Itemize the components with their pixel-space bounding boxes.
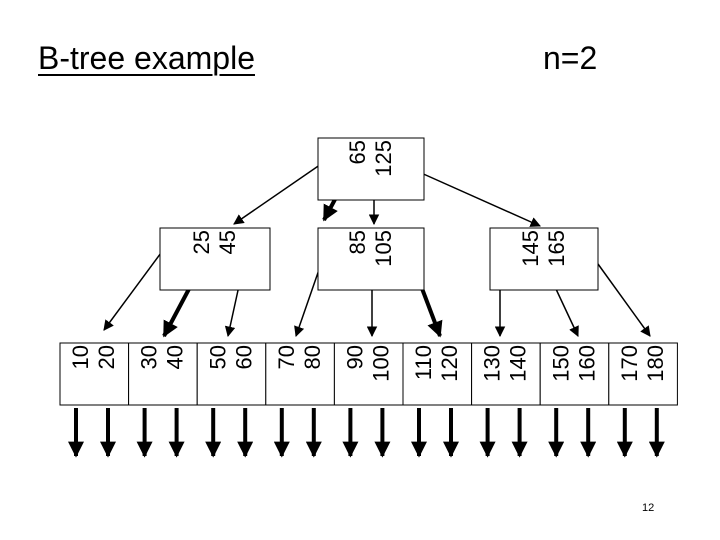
leaf-node-9-box — [608, 342, 678, 406]
key-label: 105 — [371, 230, 396, 267]
pointer-arrow — [597, 263, 651, 337]
key-label: 60 — [231, 345, 256, 369]
key-label: 25 — [189, 230, 214, 254]
key-label: 85 — [345, 230, 370, 254]
key-label: 40 — [163, 345, 188, 369]
key-label: 125 — [371, 140, 396, 177]
page-number: 12 — [642, 502, 655, 514]
key-label: 145 — [518, 230, 543, 267]
leaf-node-7-box — [471, 342, 541, 406]
leaf-node-5-box — [333, 342, 404, 406]
key-label: 30 — [137, 345, 162, 369]
key-label: 45 — [215, 230, 240, 254]
key-label: 130 — [480, 345, 505, 382]
key-label: 120 — [437, 345, 462, 382]
leaf-node-2-box — [128, 342, 198, 406]
order-label: n=2 — [543, 40, 598, 76]
root-node-box — [317, 137, 425, 201]
internal-node-3-box — [489, 227, 599, 291]
key-label: 170 — [617, 345, 642, 382]
key-label: 110 — [411, 345, 436, 380]
leaf-node-3-box — [196, 342, 267, 406]
key-label: 180 — [643, 345, 668, 382]
key-label: 165 — [544, 230, 569, 267]
key-label: 90 — [343, 345, 368, 369]
leaf-node-1-box — [59, 342, 130, 406]
key-label: 140 — [506, 345, 531, 382]
key-label: 65 — [345, 140, 370, 164]
key-label: 100 — [369, 345, 394, 382]
key-label: 80 — [300, 345, 325, 369]
pointer-arrow — [409, 167, 541, 227]
key-label: 50 — [205, 345, 230, 369]
key-label: 70 — [274, 345, 299, 369]
key-label: 20 — [94, 345, 119, 369]
leaf-node-4-box — [265, 342, 335, 406]
key-label: 150 — [548, 345, 573, 382]
key-label: 10 — [68, 345, 93, 369]
pointer-arrow — [233, 159, 328, 225]
pointer-arrows — [68, 159, 665, 458]
internal-node-1-box — [159, 227, 271, 291]
leaf-node-8-box — [539, 342, 610, 406]
internal-node-2-box — [317, 227, 425, 291]
leaf-node-6-box — [402, 342, 473, 406]
slide-title: B-tree example — [38, 40, 255, 76]
key-label: 160 — [574, 345, 599, 382]
